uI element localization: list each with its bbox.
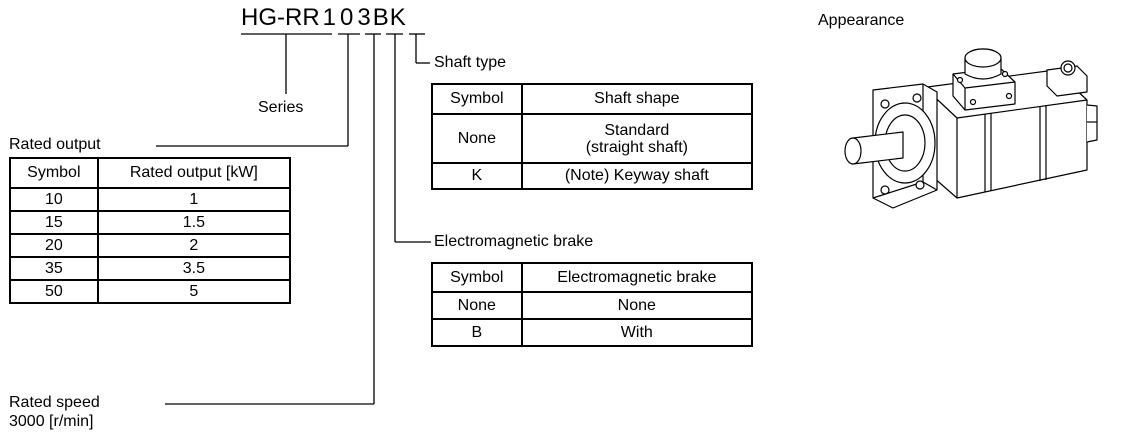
table-cell: Standard (straight shaft) [520,113,754,164]
table-cell: 20 [9,233,99,258]
table-header-row: Symbol Rated output [kW] [9,157,292,189]
table-header-cell: Symbol [9,157,99,189]
table-header-row: Symbol Shaft shape [431,83,754,115]
table-cell: 10 [9,187,99,212]
rated-speed-value: 3000 [r/min] [9,413,94,430]
table-row: 15 1.5 [9,210,292,235]
rated-speed-label: Rated speed [9,394,100,411]
servo-motor-illustration [844,48,1098,209]
table-cell: 1 [96,187,292,212]
table-cell: 15 [9,210,99,235]
rated-output-table: Symbol Rated output [kW] 10 1 15 1.5 20 … [9,157,292,304]
model-char-3: 3 [357,4,371,31]
table-row: 10 1 [9,187,292,212]
table-cell: 3.5 [96,256,292,281]
table-cell: 50 [9,279,99,304]
table-cell: None [431,291,523,320]
table-cell: None [520,291,754,320]
table-header-cell: Electromagnetic brake [520,262,754,293]
table-row: None None [431,291,754,320]
model-char-2: 0 [340,4,354,31]
brake-label: Electromagnetic brake [434,233,594,250]
table-row: None Standard (straight shaft) [431,113,754,164]
table-row: K (Note) Keyway shaft [431,162,754,190]
appearance-label: Appearance [818,12,905,29]
table-row: 35 3.5 [9,256,292,281]
table-row: B With [431,318,754,347]
table-cell: K [431,162,523,190]
shaft-type-table: Symbol Shaft shape None Standard (straig… [431,83,754,190]
table-header-cell: Symbol [431,83,523,115]
table-cell: (Note) Keyway shaft [520,162,754,190]
rated-output-label: Rated output [9,136,101,153]
shaft-type-label: Shaft type [434,54,507,71]
table-row: 50 5 [9,279,292,304]
table-header-cell: Symbol [431,262,523,293]
model-char-1: 1 [322,4,337,31]
model-char-4: B [372,4,389,31]
table-header-row: Symbol Electromagnetic brake [431,262,754,293]
table-header-cell: Rated output [kW] [96,157,292,189]
shaft-shape-line-1: Standard [604,121,670,139]
table-cell: 1.5 [96,210,292,235]
model-char-5: K [389,4,406,31]
table-cell: B [431,318,523,347]
brake-table: Symbol Electromagnetic brake None None B… [431,262,754,347]
table-row: 20 2 [9,233,292,258]
model-prefix: HG-RR [241,4,320,31]
shaft-shape-line-2: (straight shaft) [585,138,688,156]
table-header-cell: Shaft shape [520,83,754,115]
table-cell: 35 [9,256,99,281]
table-cell: None [431,113,523,164]
series-label: Series [258,99,304,116]
table-cell: 5 [96,279,292,304]
table-cell: 2 [96,233,292,258]
table-cell: With [520,318,754,347]
